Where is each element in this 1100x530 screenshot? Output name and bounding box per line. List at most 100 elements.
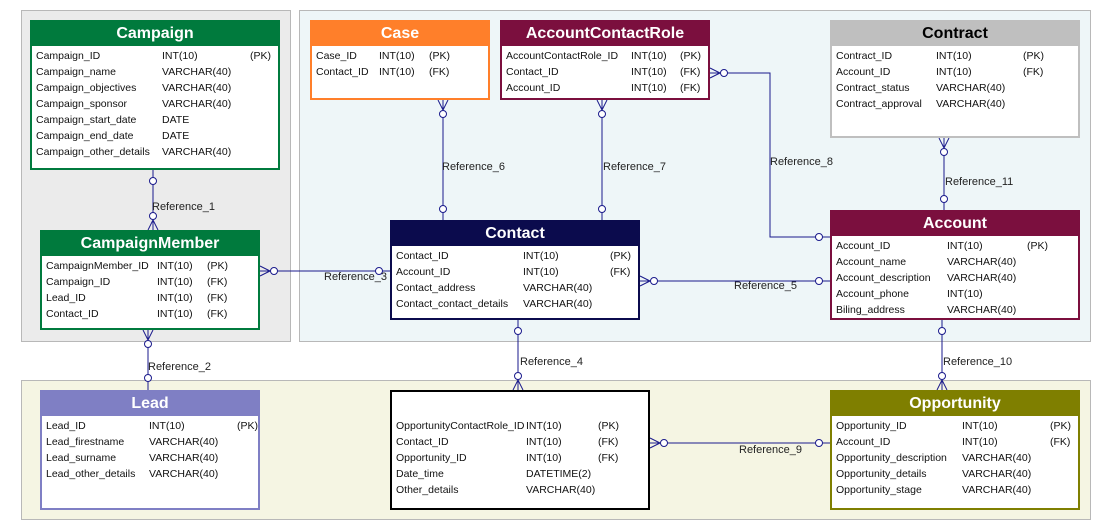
column-type: INT(10) xyxy=(631,82,667,94)
column-type: VARCHAR(40) xyxy=(149,436,219,448)
optional-marker xyxy=(598,205,606,213)
entity-title: CampaignMember xyxy=(42,232,258,256)
optional-marker xyxy=(270,267,278,275)
column-key: (FK) xyxy=(598,452,619,464)
column-name: Campaign_end_date xyxy=(36,130,134,142)
column-type: VARCHAR(40) xyxy=(947,304,1017,316)
crows-foot-prong xyxy=(512,379,519,391)
crows-foot-prong xyxy=(649,437,661,444)
column-name: Account_ID xyxy=(836,436,891,448)
optional-marker xyxy=(514,372,522,380)
crows-foot-prong xyxy=(152,219,159,231)
crows-foot-prong xyxy=(442,99,449,111)
optional-marker xyxy=(144,374,152,382)
column-type: VARCHAR(40) xyxy=(162,66,232,78)
optional-marker xyxy=(149,212,157,220)
crows-foot-prong xyxy=(596,99,603,111)
column-name: Campaign_start_date xyxy=(36,114,137,126)
column-key: (PK) xyxy=(429,50,450,62)
entity-title: Account xyxy=(832,212,1078,236)
column-type: INT(10) xyxy=(523,266,559,278)
column-name: Lead_other_details xyxy=(46,468,136,480)
column-row: Opportunity_stage VARCHAR(40) xyxy=(832,483,1078,499)
column-type: INT(10) xyxy=(936,66,972,78)
column-type: VARCHAR(40) xyxy=(962,484,1032,496)
column-key: (FK) xyxy=(207,292,228,304)
optional-marker xyxy=(375,267,383,275)
column-name: OpportunityContactRole_ID xyxy=(396,420,525,432)
optional-marker xyxy=(514,327,522,335)
column-type: VARCHAR(40) xyxy=(936,98,1006,110)
entity-title: Campaign xyxy=(32,22,278,46)
column-name: Contact_contact_details xyxy=(396,298,509,310)
reference-8-line xyxy=(710,72,830,238)
optional-marker xyxy=(439,205,447,213)
column-name: Campaign_other_details xyxy=(36,146,150,158)
column-name: Case_ID xyxy=(316,50,357,62)
column-name: Date_time xyxy=(396,468,444,480)
optional-marker xyxy=(149,177,157,185)
column-type: INT(10) xyxy=(526,420,562,432)
optional-marker xyxy=(144,340,152,348)
column-type: VARCHAR(40) xyxy=(526,484,596,496)
column-type: VARCHAR(40) xyxy=(962,452,1032,464)
reference-label-r4: Reference_4 xyxy=(520,356,583,368)
column-type: VARCHAR(40) xyxy=(523,282,593,294)
optional-marker xyxy=(598,110,606,118)
column-type: INT(10) xyxy=(526,452,562,464)
column-name: Campaign_sponsor xyxy=(36,98,128,110)
column-key: (FK) xyxy=(610,266,631,278)
column-name: Campaign_ID xyxy=(46,276,111,288)
column-type: VARCHAR(40) xyxy=(947,256,1017,268)
column-name: Lead_surname xyxy=(46,452,117,464)
crows-foot-prong xyxy=(649,442,661,449)
optional-marker xyxy=(815,439,823,447)
reference-label-r5: Reference_5 xyxy=(734,280,797,292)
column-type: INT(10) xyxy=(379,50,415,62)
entity-title: Contact xyxy=(392,222,638,246)
entity-title: Opportunity xyxy=(832,392,1078,416)
column-type: VARCHAR(40) xyxy=(936,82,1006,94)
column-type: INT(10) xyxy=(962,436,998,448)
column-type: INT(10) xyxy=(947,288,983,300)
column-name: Campaign_name xyxy=(36,66,116,78)
column-type: INT(10) xyxy=(947,240,983,252)
optional-marker xyxy=(938,327,946,335)
crows-foot-prong xyxy=(517,379,524,391)
column-key: (PK) xyxy=(207,260,228,272)
column-name: Opportunity_ID xyxy=(836,420,907,432)
column-name: Opportunity_stage xyxy=(836,484,922,496)
optional-marker xyxy=(720,69,728,77)
optional-marker xyxy=(660,439,668,447)
